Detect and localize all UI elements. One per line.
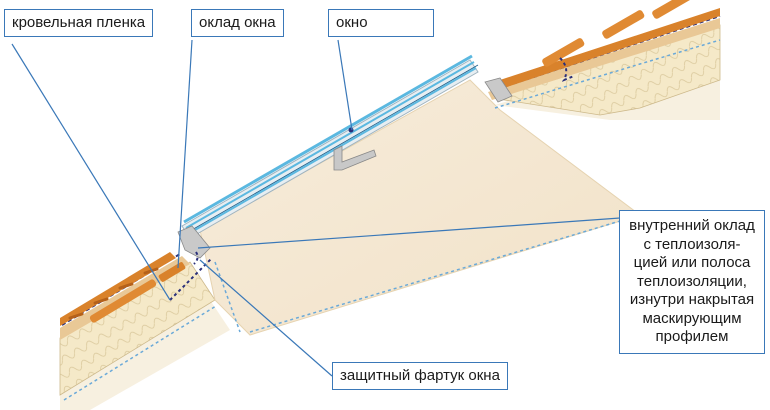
leader-lines <box>11 39 621 377</box>
upper-frame-piece <box>484 77 513 103</box>
inner-lining-line: внутренний оклад <box>629 217 755 234</box>
inner-lining-line: с теплоизоля- <box>643 235 741 253</box>
inner-lining-line: профилем <box>655 328 729 345</box>
shaft-lining <box>199 79 642 336</box>
inner-lining-line: цией или полоса <box>633 254 751 271</box>
upper-tile-1 <box>542 38 585 67</box>
leader-roofing-membrane <box>11 43 171 301</box>
upper-flashing <box>559 57 575 82</box>
shaft-bottom-dashed <box>249 217 631 333</box>
lower-roof-section <box>59 252 230 410</box>
flashing-dashed <box>169 257 213 301</box>
leader-inner-lining <box>197 217 621 249</box>
upper-rafter <box>488 18 720 100</box>
window-shaft <box>199 79 642 336</box>
lower-tile-2 <box>89 297 127 323</box>
upper-tile-2 <box>602 10 645 39</box>
upper-roof-section <box>484 0 721 120</box>
label-window: окно <box>328 9 434 37</box>
lower-shingle-ridges <box>68 267 159 320</box>
lower-inner-lining <box>60 300 230 410</box>
inner-lining-line: изнутри накрытая <box>629 291 755 308</box>
lower-tile-1 <box>119 279 157 305</box>
inner-lining-line: теплоизоляции, <box>637 272 747 290</box>
leader-protective-apron <box>199 259 333 377</box>
inner-lining-line: маскирующим <box>642 309 742 327</box>
glass-dark-line <box>189 64 479 232</box>
upper-shingles <box>500 8 720 88</box>
window-handle <box>333 145 377 171</box>
upper-tile-3 <box>652 0 695 19</box>
upper-vapor-line <box>494 39 721 109</box>
label-roofing-membrane: кровельная пленка <box>4 9 154 37</box>
label-protective-apron: защитный фартук окна <box>332 362 508 390</box>
leader-window <box>337 39 353 131</box>
apron-piece <box>177 225 211 259</box>
glass-marker <box>348 127 354 133</box>
label-window-flashing: оклад окна <box>191 9 284 37</box>
shaft-lower-edge <box>214 261 241 333</box>
lower-shingles <box>60 252 176 326</box>
leader-window-flashing <box>177 39 193 269</box>
